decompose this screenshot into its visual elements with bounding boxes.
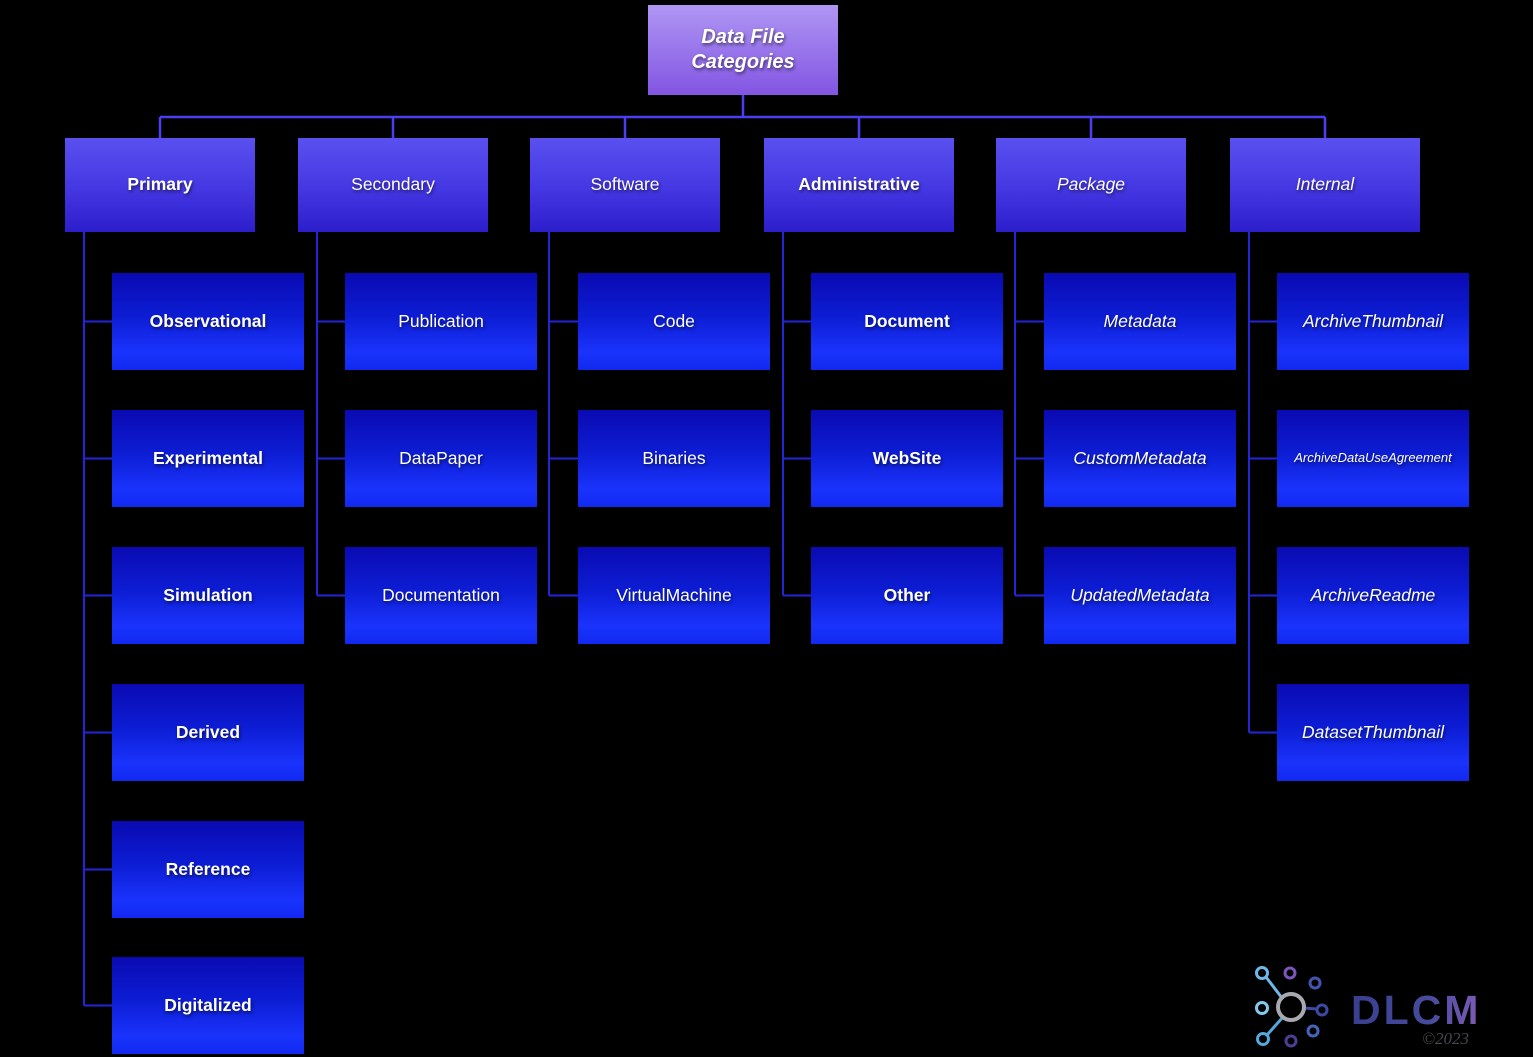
node-label: Secondary [351, 174, 435, 195]
node-label: Other [883, 584, 931, 605]
trunk-administrative [782, 232, 811, 597]
node-experimental: Experimental [112, 410, 304, 507]
node-website: WebSite [811, 410, 1003, 507]
trunk-package [1014, 232, 1044, 597]
node-label: Reference [165, 858, 251, 879]
node-label: Digitalized [164, 994, 252, 1015]
logo-brand-text: DLCM [1351, 987, 1480, 1033]
node-label: ArchiveDataUseAgreement [1294, 450, 1452, 466]
network-nodes-icon [1255, 966, 1329, 1048]
node-label: DatasetThumbnail [1301, 721, 1445, 742]
trunk-software [548, 232, 578, 597]
node-digitalized: Digitalized [112, 957, 304, 1054]
trunk-internal [1248, 232, 1277, 734]
node-observational: Observational [112, 273, 304, 370]
node-label: DataPaper [399, 447, 483, 468]
node-label: Internal [1295, 174, 1355, 195]
node-secondary: Secondary [298, 138, 488, 232]
trunk-secondary [316, 232, 345, 597]
node-label: Experimental [153, 447, 263, 468]
node-binaries: Binaries [578, 410, 770, 507]
node-label: UpdatedMetadata [1070, 584, 1210, 605]
node-label: WebSite [872, 447, 942, 468]
node-label: ArchiveThumbnail [1302, 310, 1444, 331]
node-archivethumbnail: ArchiveThumbnail [1277, 273, 1469, 370]
node-label: Publication [398, 310, 484, 331]
node-label: CustomMetadata [1073, 447, 1207, 468]
node-metadata: Metadata [1044, 273, 1236, 370]
node-label: Metadata [1103, 310, 1177, 331]
node-virtualmachine: VirtualMachine [578, 547, 770, 644]
trunk-primary [83, 232, 112, 1007]
node-label: Software [590, 174, 660, 195]
node-package: Package [996, 138, 1186, 232]
node-label: Data File Categories [691, 26, 795, 73]
node-datasetthumbnail: DatasetThumbnail [1277, 684, 1469, 781]
node-label: ArchiveReadme [1310, 584, 1436, 605]
root-bus-line [158, 95, 1327, 138]
node-publication: Publication [345, 273, 537, 370]
node-updatedmetadata: UpdatedMetadata [1044, 547, 1236, 644]
node-label: Code [653, 310, 695, 331]
node-label: Simulation [163, 584, 253, 605]
node-documentation: Documentation [345, 547, 537, 644]
node-label: Derived [175, 721, 241, 742]
node-archivereadme: ArchiveReadme [1277, 547, 1469, 644]
node-label: Observational [149, 310, 267, 331]
node-primary: Primary [65, 138, 255, 232]
node-derived: Derived [112, 684, 304, 781]
node-software: Software [530, 138, 720, 232]
node-label: Primary [127, 174, 193, 195]
node-other: Other [811, 547, 1003, 644]
node-label: Documentation [382, 584, 500, 605]
logo-year-text: ©2023 [1422, 1029, 1469, 1048]
node-label: Package [1056, 174, 1126, 195]
node-administrative: Administrative [764, 138, 954, 232]
node-datapaper: DataPaper [345, 410, 537, 507]
node-simulation: Simulation [112, 547, 304, 644]
node-reference: Reference [112, 821, 304, 918]
node-internal: Internal [1230, 138, 1420, 232]
node-label: Binaries [642, 447, 706, 468]
node-code: Code [578, 273, 770, 370]
node-archivedatauseagreement: ArchiveDataUseAgreement [1277, 410, 1469, 507]
node-label: VirtualMachine [616, 584, 732, 605]
dlcm-logo: DLCM ©2023 [1255, 966, 1480, 1048]
node-label: Document [864, 310, 950, 331]
node-custommetadata: CustomMetadata [1044, 410, 1236, 507]
node-label: Administrative [798, 174, 920, 195]
node-data-file-categories: Data File Categories [648, 5, 838, 95]
node-document: Document [811, 273, 1003, 370]
